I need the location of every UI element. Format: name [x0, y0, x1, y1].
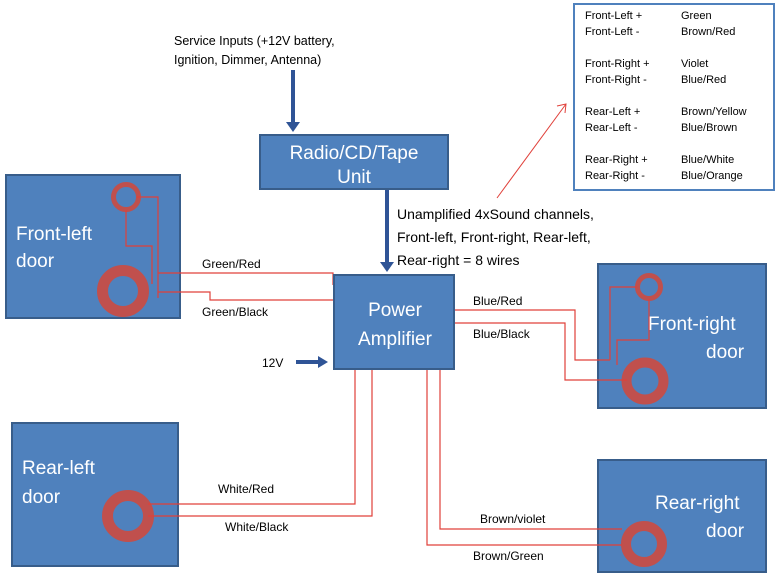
front-right-door-line2: door [706, 342, 745, 363]
wire-label-front-right-neg: Blue/Black [473, 327, 531, 341]
legend-color: Blue/White [681, 154, 734, 166]
legend-color: Green [681, 10, 712, 22]
wire-label-front-left-pos: Green/Red [202, 257, 261, 271]
legend-color: Brown/Red [681, 26, 735, 38]
power-input-label: 12V [262, 356, 283, 370]
service-inputs-line1: Service Inputs (+12V battery, [174, 34, 335, 48]
wire-front-right-pos [455, 309, 610, 361]
legend-channel: Front-Left + [585, 10, 642, 22]
power-amplifier-line1: Power [368, 300, 423, 321]
wire-rear-right-neg [426, 370, 622, 546]
unamplified-note-line3: Rear-right = 8 wires [397, 252, 520, 268]
speaker-icon [635, 273, 663, 301]
radio-cd-tape-unit: Radio/CD/Tape Unit [259, 134, 449, 190]
legend-channel: Rear-Right - [585, 170, 645, 182]
wire-label-rear-right-neg: Brown/Green [473, 549, 544, 563]
legend-channel: Rear-Left - [585, 122, 638, 134]
legend-channel: Front-Right + [585, 58, 650, 70]
front-left-door-line2: door [16, 251, 55, 272]
legend-color: Blue/Orange [681, 170, 743, 182]
service-inputs-line2: Ignition, Dimmer, Antenna) [174, 53, 321, 67]
speaker-icon [97, 265, 149, 317]
service-inputs-arrow [286, 70, 300, 132]
power-amplifier-line2: Amplifier [358, 329, 433, 350]
radio-unit-line2: Unit [337, 167, 372, 188]
front-left-door: Front-left door [5, 174, 181, 319]
power-input-arrow [296, 356, 328, 368]
legend-channel: Front-Left - [585, 26, 640, 38]
front-left-door-line1: Front-left [16, 224, 93, 245]
wire-label-front-left-neg: Green/Black [202, 305, 269, 319]
power-amplifier: Power Amplifier [333, 274, 455, 370]
rear-left-door-line2: door [22, 487, 61, 508]
legend-channel: Rear-Left + [585, 106, 640, 118]
radio-to-amplifier-arrow [380, 190, 394, 272]
wire-label-rear-left-neg: White/Black [225, 520, 289, 534]
wire-front-left-pos [158, 272, 334, 285]
wire-rear-right-pos [439, 370, 622, 530]
unamplified-note-line1: Unamplified 4xSound channels, [397, 206, 594, 222]
legend-channel: Rear-Right + [585, 154, 648, 166]
front-right-door: Front-right door [597, 263, 767, 409]
rear-right-door: Rear-right door [597, 459, 767, 573]
front-right-door-line1: Front-right [648, 314, 736, 335]
unamplified-note-line2: Front-left, Front-right, Rear-left, [397, 229, 591, 245]
legend-channel: Front-Right - [585, 74, 647, 86]
wire-rear-left-neg [148, 370, 373, 517]
radio-unit-line1: Radio/CD/Tape [290, 143, 419, 164]
wire-front-right-neg [455, 322, 627, 381]
speaker-icon [621, 357, 669, 405]
rear-right-door-line2: door [706, 521, 745, 542]
wire-front-left-neg [158, 291, 333, 301]
rear-left-door: Rear-left door [11, 422, 179, 567]
legend-color: Brown/Yellow [681, 106, 747, 118]
legend-color: Violet [681, 58, 708, 70]
wire-label-rear-left-pos: White/Red [218, 482, 274, 496]
wire-label-front-right-pos: Blue/Red [473, 294, 522, 308]
legend-color: Blue/Red [681, 74, 726, 86]
speaker-icon [621, 521, 667, 567]
wire-label-rear-right-pos: Brown/violet [480, 512, 546, 526]
wire-color-legend: Front-Left + Green Front-Left - Brown/Re… [573, 3, 775, 191]
rear-left-door-line1: Rear-left [22, 458, 96, 479]
legend-pointer-arrow [496, 103, 567, 199]
rear-right-door-line1: Rear-right [655, 493, 740, 514]
legend-color: Blue/Brown [681, 122, 737, 134]
wire-rear-left-pos [148, 370, 356, 505]
